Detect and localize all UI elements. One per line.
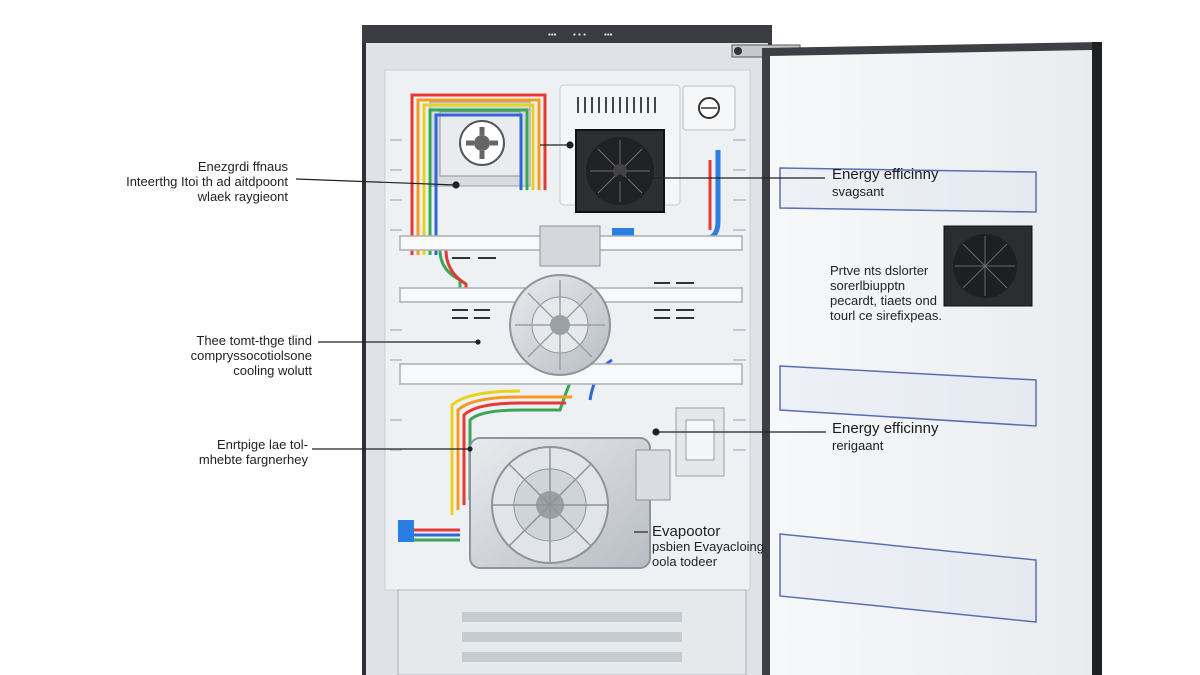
callout-dot [467,446,473,452]
label-line: rerigaant [832,438,884,453]
compressor [469,437,671,569]
label-line: oola todeer [652,554,718,569]
relay-box [675,407,725,477]
label-line: Energy efficinny [832,420,939,437]
callout-dot [616,174,624,182]
shelf-ridges [390,139,746,451]
label-line: tourl ce sirefixpeas. [830,308,942,323]
label-line: svagsant [832,184,885,199]
door-bins [779,167,1037,623]
callout-label-compressor-cooling: Thee tomt-thge tlind compryssocotiolsone… [156,333,312,378]
display-symbol: ▪▪▪ [548,30,557,39]
label-line: pecardt, tiaets ond [830,293,937,308]
label-line: sorerlbiupptn [830,278,906,293]
label-line: Thee tomt-thge tlind [196,333,312,348]
label-line: compryssocotiolsone [190,348,312,363]
label-line: Enrtpige lae tol- [216,437,308,452]
fridge-door [762,42,1102,675]
shelf-markers [452,257,694,319]
label-line: Evapootor [652,523,721,540]
callout-dot [475,339,481,345]
label-line: Inteerthg Itoi th ad aitdpoont [126,174,288,189]
label-line: wlaek raygieont [197,189,288,204]
label-line: Enezgrdi ffnaus [197,159,288,174]
label-line: Prtve nts dslorter [830,263,929,278]
label-line: mhebte fargnerhey [198,452,308,467]
crisper-drawer [397,589,747,675]
callout-lines [295,141,826,533]
callout-dot [566,141,574,149]
wiring-bundle [405,93,613,542]
callout-dot [652,428,660,436]
label-line: Energy efficinny [832,166,939,183]
callout-label-energy: Enrtpige lae tol- mhebte fargnerhey [160,437,308,467]
thermostat-unit [682,85,736,131]
callout-label-evaporator: Evapootor psbien Evayacloing oola todeer [652,524,764,569]
display-symbol: ▪ ▪ ▪ [573,30,586,39]
callout-label-energy-efficiency-top: Energy efficinny svagsant [832,166,938,200]
display-symbol: ▪▪▪ [604,30,613,39]
callout-label-energy-efficiency-mid: Energy efficinny rerigaant [832,420,938,454]
evaporator-fan-motor [509,225,611,376]
label-line: psbien Evayacloing [652,539,765,554]
callout-dot [452,181,460,189]
control-display: ▪▪▪ ▪ ▪ ▪ ▪▪▪ [362,25,772,43]
door-fan [943,225,1033,307]
label-line: cooling wolutt [233,363,312,378]
condenser-fan [575,129,665,213]
callout-label-door-fan: Prtve nts dslorter sorerlbiupptn pecardt… [830,263,942,323]
callout-label-control: Enezgrdi ffnaus Inteerthg Itoi th ad ait… [108,159,288,204]
